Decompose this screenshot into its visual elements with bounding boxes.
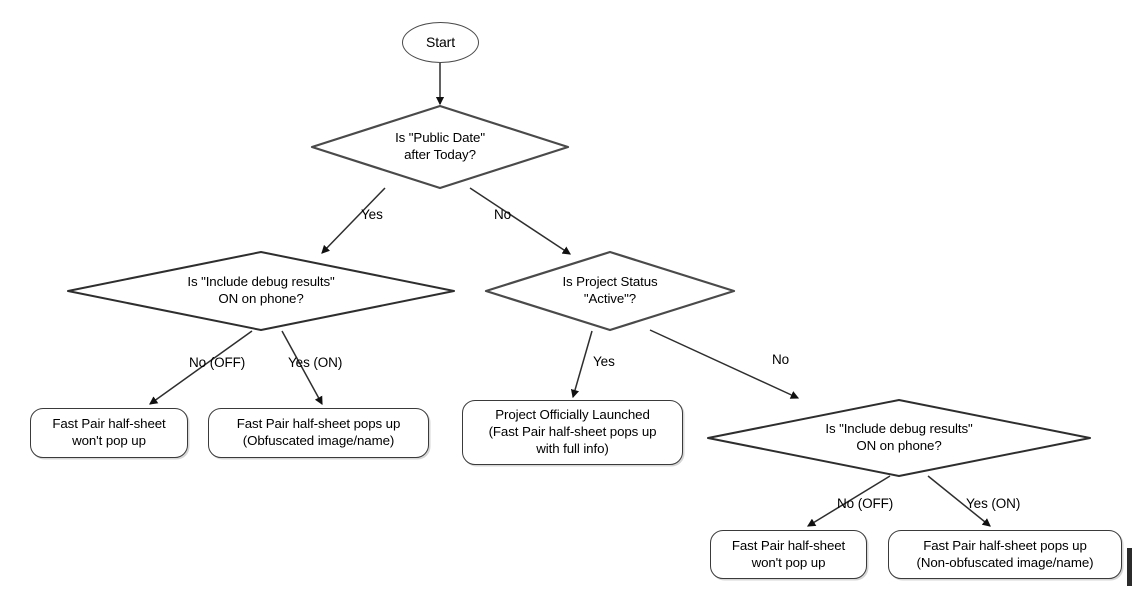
edge-label-public-date-yes: Yes [361, 207, 383, 222]
edge-label-public-date-no: No [494, 207, 512, 222]
node-result-left-off-label: Fast Pair half-sheet won't pop up [52, 416, 166, 448]
node-question-debug-right[interactable]: Is "Include debug results" ON on phone? [706, 398, 1092, 478]
node-result-left-on[interactable]: Fast Pair half-sheet pops up (Obfuscated… [208, 408, 429, 458]
node-question-debug-left-label: Is "Include debug results" ON on phone? [187, 274, 335, 306]
edge-label-debug-left-no-off: No (OFF) [189, 355, 246, 370]
node-result-left-off[interactable]: Fast Pair half-sheet won't pop up [30, 408, 188, 458]
node-result-right-on-label: Fast Pair half-sheet pops up (Non-obfusc… [916, 537, 1094, 570]
edge-public-date-no [469, 187, 571, 255]
edge-project-status-yes [570, 330, 593, 399]
node-start[interactable]: Start [402, 22, 479, 63]
node-result-right-off[interactable]: Fast Pair half-sheet won't pop up [710, 530, 867, 579]
diamond-shape [310, 104, 570, 190]
node-start-label: Start [425, 33, 456, 50]
node-question-debug-right-label: Is "Include debug results" ON on phone? [825, 421, 973, 453]
edge-label-project-status-no: No [772, 352, 790, 367]
node-question-public-date-label: Is "Public Date" after Today? [395, 130, 485, 162]
edge-label-debug-left-yes-on: Yes (ON) [288, 355, 343, 370]
diamond-shape [484, 250, 736, 332]
node-question-project-status[interactable]: Is Project Status "Active"? [484, 250, 736, 332]
diamond-shape [707, 399, 1091, 477]
node-result-right-off-label: Fast Pair half-sheet won't pop up [731, 537, 846, 570]
node-result-project-launched[interactable]: Project Officially Launched (Fast Pair h… [462, 400, 683, 465]
node-question-project-status-label: Is Project Status "Active"? [562, 274, 658, 306]
node-result-project-launched-label: Project Officially Launched (Fast Pair h… [488, 407, 657, 456]
right-edge-mark [1127, 548, 1132, 586]
node-result-right-on[interactable]: Fast Pair half-sheet pops up (Non-obfusc… [888, 530, 1122, 579]
edge-label-debug-right-yes-on: Yes (ON) [966, 496, 1021, 511]
node-question-debug-left[interactable]: Is "Include debug results" ON on phone? [66, 250, 456, 332]
edge-label-project-status-yes: Yes [593, 354, 615, 369]
node-question-public-date[interactable]: Is "Public Date" after Today? [310, 104, 570, 190]
diamond-shape [67, 251, 455, 331]
node-result-left-on-label: Fast Pair half-sheet pops up (Obfuscated… [236, 416, 401, 448]
edge-label-debug-right-no-off: No (OFF) [837, 496, 894, 511]
